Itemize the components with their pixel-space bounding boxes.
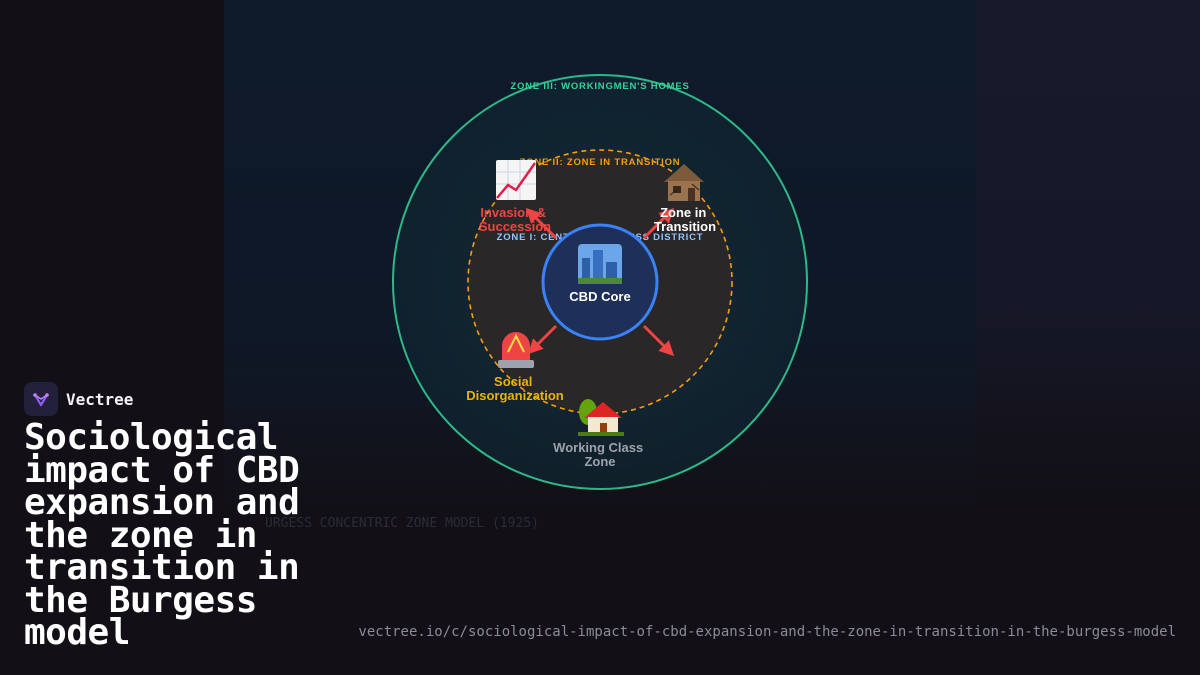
node-transition-label: Zone in Transition	[654, 205, 716, 234]
city-skyline-icon	[578, 244, 622, 284]
node-working-line1: Working Class	[553, 440, 643, 455]
node-invasion-line2: Succession	[479, 219, 551, 234]
brand: Vectree	[24, 382, 133, 416]
node-invasion-label: Invasion & Succession	[479, 205, 551, 234]
node-disorganization-label: Social Disorganization	[466, 374, 564, 403]
node-transition-line1: Zone in	[660, 205, 706, 220]
node-working-line2: Zone	[584, 454, 615, 469]
brand-name: Vectree	[66, 389, 134, 409]
node-disorganization-line1: Social	[494, 374, 532, 389]
node-transition-line2: Transition	[654, 219, 716, 234]
chart-increasing-icon	[496, 160, 537, 200]
arrow-up-left	[525, 207, 558, 240]
derelict-house-icon	[664, 164, 704, 201]
arrow-up-right	[642, 207, 675, 240]
source-url: vectree.io/c/sociological-impact-of-cbd-…	[358, 624, 1176, 640]
arrow-down-left	[527, 324, 558, 355]
cbd-core-label: CBD Core	[569, 289, 630, 304]
node-disorganization-line2: Disorganization	[466, 388, 564, 403]
zone-2-label: ZONE II: ZONE IN TRANSITION	[520, 157, 681, 168]
arrow-down-right	[642, 324, 675, 357]
node-invasion-line1: Invasion &	[480, 205, 546, 220]
node-working-label: Working Class Zone	[553, 440, 647, 469]
zone-3-label: ZONE III: WORKINGMEN'S HOMES	[510, 81, 689, 92]
house-with-garden-icon	[578, 399, 624, 436]
page-title: Sociological impact of CBD expansion and…	[24, 417, 300, 653]
expansion-arrows	[525, 207, 675, 357]
faded-caption: URGESS CONCENTRIC ZONE MODEL (1925)	[265, 516, 539, 531]
police-light-icon	[498, 332, 534, 368]
vectree-logo-icon	[24, 382, 58, 416]
